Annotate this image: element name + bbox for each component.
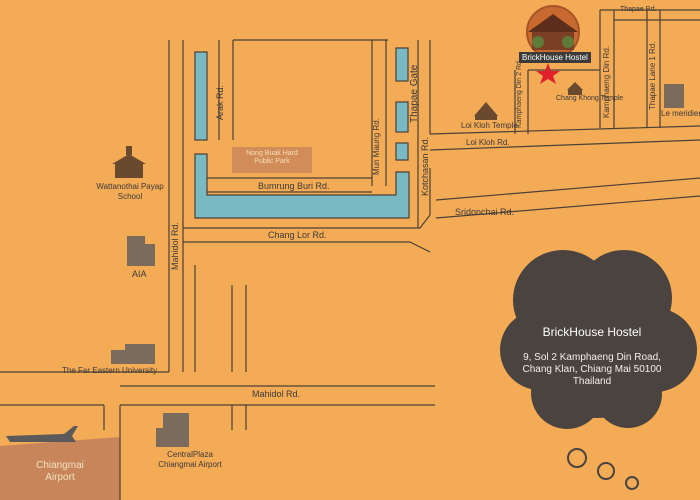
- road-network: [0, 9, 700, 500]
- info-card-address-line-3: Thailand: [572, 376, 612, 387]
- loi-kroh-temple-icon: [474, 102, 498, 120]
- airport-zone: [0, 437, 120, 500]
- road-label-kotchasan: Kotchasan Rd.: [420, 136, 430, 196]
- label-le-meridien: Le meridien: [661, 109, 700, 118]
- info-card-title: BrickHouse Hostel: [542, 325, 642, 339]
- airport-type: Airport: [45, 471, 75, 483]
- info-card-address-line-2: Chang Klan, Chiang Mai 50100: [522, 364, 662, 375]
- park-area: [232, 147, 312, 173]
- label-aia: AIA: [132, 269, 147, 279]
- mall-name: CentralPlaza: [167, 450, 213, 459]
- university-building-icon: [111, 344, 155, 364]
- road-label-mun-maung: Mun Maung Rd.: [372, 118, 381, 175]
- mall-location: Chiangmai Airport: [158, 459, 222, 469]
- hostel-label[interactable]: BrickHouse Hostel: [519, 52, 591, 63]
- road-label-kamphaeng-din-2: Kamphaeng Din 2 Rd.: [516, 59, 523, 128]
- chang-khong-temple-icon: [567, 82, 583, 95]
- road-label-sridonchai: Sridonchai Rd.: [455, 207, 515, 217]
- label-loi-kroh-temple: Loi Kloh Temple: [461, 121, 518, 130]
- school-type: School: [117, 191, 143, 201]
- moat-water: [194, 47, 410, 219]
- road-label-mahidol-vertical: Mahidol Rd.: [170, 221, 180, 270]
- road-label-thapae: Thapae Rd.: [620, 6, 657, 13]
- road-label-thapae-gate: Thapae Gate: [409, 64, 420, 123]
- info-card-cloud: [500, 250, 697, 429]
- road-label-thapae-lane-1: Thapae Lane 1 Rd.: [648, 41, 657, 111]
- park-name: Nong Buak Hard: [246, 150, 298, 157]
- label-park: Nong Buak Hard Public Park: [232, 150, 312, 165]
- road-label-chang-lor: Chang Lor Rd.: [268, 230, 327, 240]
- road-label-bumrung-buri: Bumrung Buri Rd.: [258, 181, 330, 191]
- school-name: Wattanothai Payap: [96, 182, 164, 191]
- label-central-plaza: CentralPlaza Chiangmai Airport: [140, 450, 240, 469]
- star-icon[interactable]: [536, 63, 560, 84]
- airplane-icon: [6, 426, 78, 442]
- label-chang-khong-temple: Chang Khong Temple: [556, 95, 624, 102]
- label-payap-school: Wattanothai Payap School: [84, 182, 176, 201]
- road-label-mahidol-horizontal: Mahidol Rd.: [252, 389, 301, 399]
- mall-building-icon: [156, 413, 189, 447]
- road-label-arak: Arak Rd.: [215, 84, 225, 120]
- airport-name: Chiangmai: [36, 460, 84, 471]
- school-icon: [112, 146, 146, 178]
- road-label-loi-kroh: Loi Kloh Rd.: [466, 138, 510, 147]
- label-far-eastern-university: The Far Eastern University: [62, 366, 158, 375]
- info-card-address-line-1: 9, Sol 2 Kamphaeng Din Road,: [523, 352, 661, 363]
- decorative-small-clouds: [567, 448, 639, 490]
- label-airport: Chiangmai Airport: [0, 460, 120, 483]
- park-type: Public Park: [254, 157, 290, 165]
- road-label-kamphaeng-din: Kamphaeng Din Rd.: [602, 45, 611, 118]
- le-meridien-icon: [664, 84, 684, 108]
- aia-building-icon: [127, 236, 155, 266]
- hostel-photo[interactable]: [526, 5, 580, 59]
